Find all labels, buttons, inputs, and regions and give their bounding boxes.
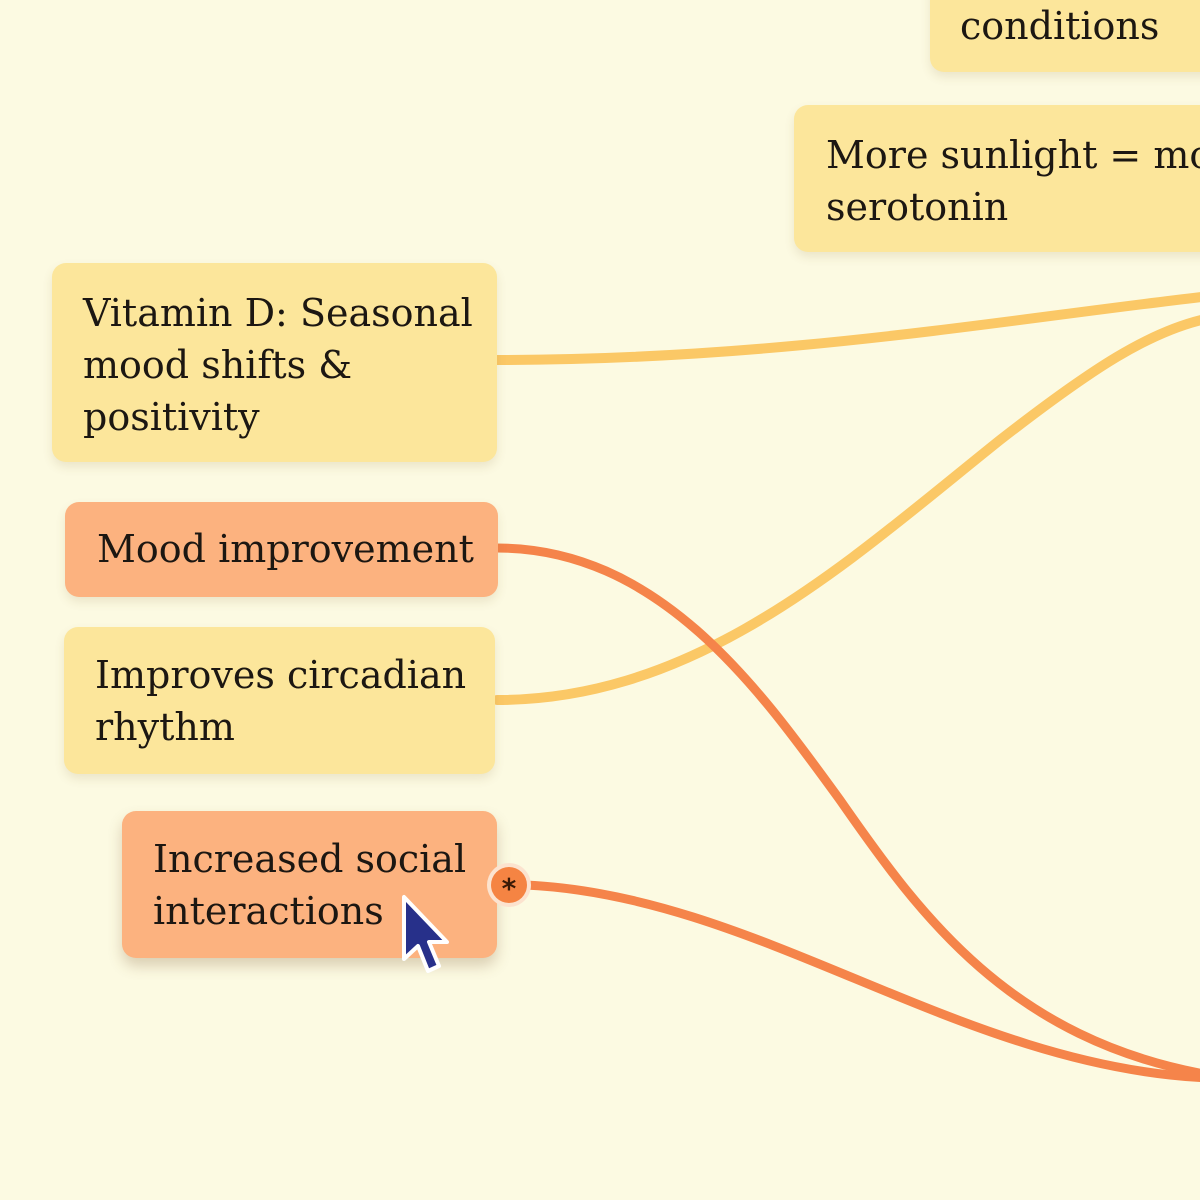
- node-improves-circadian-rhythm[interactable]: Improves circadian rhythm: [64, 627, 495, 774]
- node-sunlight-label-line-2: serotonin: [826, 185, 1009, 229]
- node-vitamin-d-label-line-2: mood shifts &: [83, 343, 353, 387]
- node-mood-label: Mood improvement: [97, 527, 474, 571]
- connector-handle-icon[interactable]: *: [487, 863, 531, 907]
- node-vitamin-d-label-line-3: positivity: [83, 395, 260, 439]
- mouse-pointer-icon: [402, 895, 449, 973]
- node-social-label-line-2: interactions: [153, 889, 384, 933]
- node-sunlight-label-line-1: More sunlight = more: [826, 133, 1200, 177]
- node-social-label-line-1: Increased social: [153, 837, 467, 881]
- edge-circadian-to-parent[interactable]: [492, 315, 1200, 705]
- edge-social-to-parent[interactable]: [520, 880, 1200, 1082]
- node-increased-social-interactions[interactable]: Increased social interactions: [122, 811, 497, 958]
- edge-mood-to-parent[interactable]: [492, 543, 1200, 1078]
- node-conditions-label: conditions: [960, 4, 1160, 48]
- node-vitamin-d[interactable]: Vitamin D: Seasonal mood shifts & positi…: [52, 263, 497, 462]
- node-conditions[interactable]: conditions: [930, 0, 1200, 72]
- node-vitamin-d-label-line-1: Vitamin D: Seasonal: [83, 291, 473, 335]
- node-more-sunlight-serotonin[interactable]: More sunlight = more serotonin: [794, 105, 1200, 252]
- edge-vitamin-d-to-parent[interactable]: [492, 292, 1200, 365]
- node-mood-improvement[interactable]: Mood improvement: [65, 502, 498, 597]
- connector-handle-symbol: *: [491, 867, 527, 905]
- node-circadian-label-line-2: rhythm: [95, 705, 235, 749]
- node-circadian-label-line-1: Improves circadian: [95, 653, 467, 697]
